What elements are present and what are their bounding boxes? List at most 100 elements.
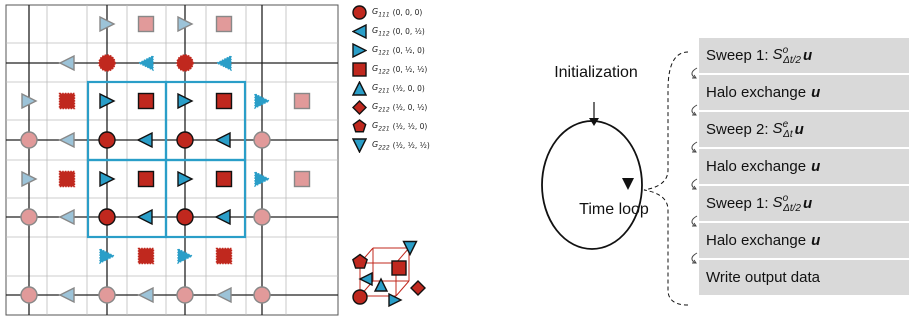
legend-label: G212 [372, 101, 390, 114]
tri-down-icon [352, 138, 367, 153]
pentagon-icon [352, 119, 367, 133]
loop-arrowhead [622, 178, 634, 190]
legend-label: G211 [372, 82, 390, 95]
init-arrowhead [589, 118, 599, 126]
lattice-legend: G111(0, 0, 0)G112(0, 0, ½)G121(0, ½, 0)G… [352, 3, 462, 155]
circle-marker [98, 286, 116, 304]
square-marker [293, 92, 311, 110]
tri-left-marker [137, 54, 154, 72]
circle-marker [98, 131, 116, 149]
step-operator: SoΔt/2 [772, 193, 801, 214]
tri-left-marker [358, 271, 373, 287]
hook-arrowhead [692, 185, 697, 190]
circle-marker [20, 131, 38, 149]
tri-right-icon [352, 43, 367, 58]
tri-down-marker [352, 138, 367, 153]
tri-left-marker [137, 286, 154, 304]
circle-marker [176, 286, 194, 304]
circle-marker [352, 5, 367, 20]
tri-right-marker [99, 15, 116, 33]
hook-arrow-icon [691, 252, 698, 264]
step-label: Halo exchange [706, 84, 807, 101]
pentagon-marker [352, 253, 368, 269]
legend-label: G111 [372, 6, 390, 19]
square-marker [215, 15, 233, 33]
tri-right-marker [99, 92, 116, 110]
diamond-marker [352, 100, 367, 115]
tri-right-marker [254, 170, 271, 188]
legend-item: G211(½, 0, 0) [352, 79, 462, 98]
legend-label: G222 [372, 139, 390, 152]
circle-marker [176, 208, 194, 226]
hook-arrowhead [692, 148, 697, 153]
tri-right-marker [21, 170, 38, 188]
square-marker [352, 62, 367, 77]
step-operator: SoΔt/2 [772, 45, 801, 66]
circle-marker [176, 131, 194, 149]
legend-item: G112(0, 0, ½) [352, 22, 462, 41]
square-marker [391, 260, 407, 276]
square-marker [293, 170, 311, 188]
step-box: Write output data [699, 260, 909, 295]
square-marker [137, 15, 155, 33]
diamond-marker [410, 280, 426, 296]
step-label: Sweep 1: [706, 195, 769, 212]
legend-coordinate: (0, ½, 0) [392, 46, 425, 55]
circle-marker [98, 208, 116, 226]
legend-item: G212(½, 0, ½) [352, 98, 462, 117]
loop-brace [643, 51, 689, 306]
cube-edge [395, 280, 410, 297]
tri-right-marker [99, 170, 116, 188]
legend-coordinate: (½, ½, ½) [392, 141, 430, 150]
tri-right-marker [388, 292, 403, 308]
time-loop-label: Time loop [579, 201, 649, 218]
circle-marker [176, 54, 194, 72]
pentagon-marker [352, 119, 367, 133]
legend-item: G122(0, ½, ½) [352, 60, 462, 79]
hook-arrowhead [692, 222, 697, 227]
circle-marker [352, 289, 368, 305]
step-variable: u [802, 47, 813, 64]
diamond-icon [352, 100, 367, 115]
step-label: Halo exchange [706, 158, 807, 175]
tri-right-marker [352, 43, 367, 58]
tri-right-marker [99, 247, 116, 265]
hook-arrow-icon [691, 104, 698, 116]
circle-marker [20, 286, 38, 304]
step-label: Sweep 2: [706, 121, 769, 138]
tri-right-marker [177, 92, 194, 110]
step-label: Sweep 1: [706, 47, 769, 64]
hook-arrow-icon [691, 141, 698, 153]
legend-item: G121(0, ½, 0) [352, 41, 462, 60]
tri-left-icon [352, 24, 367, 39]
tri-up-marker [352, 81, 367, 96]
tri-left-marker [352, 24, 367, 39]
legend-item: G111(0, 0, 0) [352, 3, 462, 22]
circle-marker [20, 208, 38, 226]
square-marker [137, 247, 155, 265]
tri-right-marker [177, 247, 194, 265]
tri-up-icon [352, 81, 367, 96]
legend-coordinate: (0, 0, ½) [392, 27, 425, 36]
tri-left-marker [214, 131, 231, 149]
legend-coordinate: (½, ½, 0) [392, 122, 428, 131]
legend-label: G122 [372, 63, 390, 76]
tri-right-marker [177, 170, 194, 188]
legend-label: G112 [372, 25, 390, 38]
step-variable: u [794, 121, 804, 138]
legend-coordinate: (½, 0, 0) [392, 84, 425, 93]
tri-left-marker [58, 131, 75, 149]
step-hooks [691, 67, 698, 264]
step-variable: u [811, 232, 821, 249]
grid-markers [20, 15, 311, 304]
legend-item: G221(½, ½, 0) [352, 117, 462, 136]
step-label: Halo exchange [706, 232, 807, 249]
tri-left-marker [58, 286, 75, 304]
tri-left-marker [136, 208, 153, 226]
legend-label: G221 [372, 120, 390, 133]
